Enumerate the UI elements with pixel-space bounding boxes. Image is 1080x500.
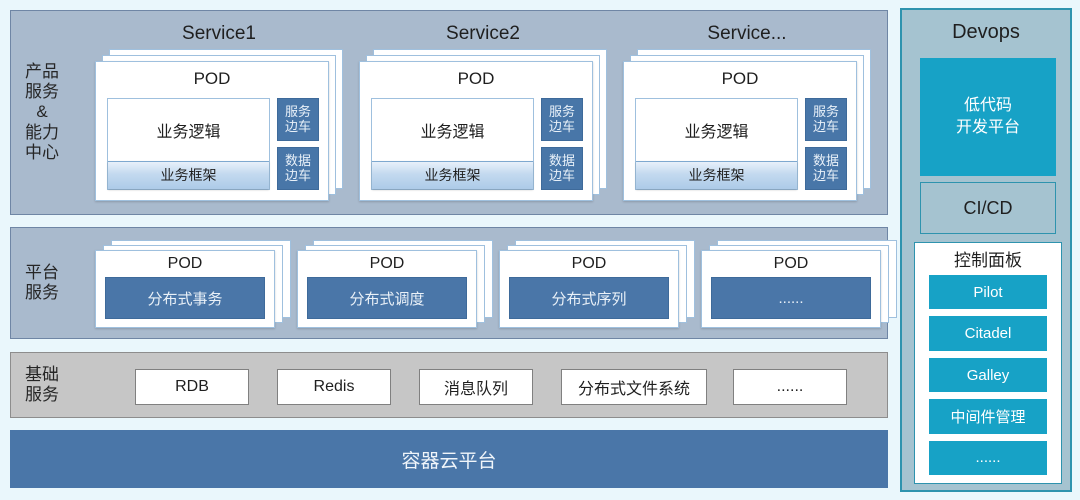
pod-title: POD [773,255,809,272]
control-button-more[interactable]: ...... [929,440,1047,476]
layer-product-label: 产品 服务 & 能力 中心 [25,62,59,162]
data-sidecar-3: 数据 边车 [805,147,847,190]
sidecar-group-1: 服务 边车 数据 边车 [277,98,319,190]
pod-card[interactable]: POD ...... [701,250,881,328]
business-box-2: 业务逻辑 业务框架 [371,98,534,190]
pod-title-3: POD [721,69,759,88]
layer-product-service: 产品 服务 & 能力 中心 Service1 POD 业务逻辑 业务框架 服务 … [10,10,888,215]
control-panel: 控制面板 Pilot Citadel Galley 中间件管理 ...... [914,242,1062,484]
pod-stack-1: POD 业务逻辑 业务框架 服务 边车 数据 边车 [95,49,343,201]
infra-item-message-queue[interactable]: 消息队列 [419,369,533,405]
control-button-galley[interactable]: Galley [929,357,1047,393]
devops-panel: Devops 低代码 开发平台 CI/CD 控制面板 Pilot Citadel… [900,8,1072,492]
service-title-2: Service2 [446,23,520,44]
business-logic-3: 业务逻辑 [684,124,749,141]
platform-pod-3[interactable]: POD 分布式序列 [499,240,695,328]
service-title-3: Service... [707,23,787,44]
business-framework-2: 业务框架 [372,161,533,189]
layer-container-cloud-platform: 容器云平台 [10,430,888,488]
control-panel-title: 控制面板 [954,251,1022,270]
service-sidecar-1: 服务 边车 [277,98,319,141]
business-logic-2: 业务逻辑 [420,124,485,141]
business-box-1: 业务逻辑 业务框架 [107,98,270,190]
service-title-1: Service1 [182,23,256,44]
pod-title: POD [369,255,405,272]
control-button-pilot[interactable]: Pilot [929,275,1047,310]
pod-body-1: 业务逻辑 业务框架 服务 边车 数据 边车 [107,98,319,190]
data-sidecar-2: 数据 边车 [541,147,583,190]
devops-title: Devops [952,21,1020,43]
layer-infra-service: 基础 服务 RDB Redis 消息队列 分布式文件系统 ...... [10,352,888,418]
infra-item-rdb[interactable]: RDB [135,369,249,405]
pod-card-3[interactable]: POD 业务逻辑 业务框架 服务 边车 数据 边车 [623,61,857,201]
pod-title: POD [571,255,607,272]
layer-platform-label: 平台 服务 [25,262,59,302]
pod-stack-3: POD 业务逻辑 业务框架 服务 边车 数据 边车 [623,49,871,201]
cicd-card[interactable]: CI/CD [920,182,1056,234]
pod-card-2[interactable]: POD 业务逻辑 业务框架 服务 边车 数据 边车 [359,61,593,201]
pod-title-1: POD [193,69,231,88]
pod-card[interactable]: POD 分布式事务 [95,250,275,328]
pod-card[interactable]: POD 分布式序列 [499,250,679,328]
pod-title: POD [167,255,203,272]
service-column-3[interactable]: Service... POD 业务逻辑 业务框架 服务 边车 数据 边车 [623,19,871,209]
sidecar-group-2: 服务 边车 数据 边车 [541,98,583,190]
pod-title-2: POD [457,69,495,88]
platform-pod-4[interactable]: POD ...... [701,240,897,328]
pod-body-2: 业务逻辑 业务框架 服务 边车 数据 边车 [371,98,583,190]
platform-pod-name-3: 分布式序列 [509,277,669,319]
business-logic-1: 业务逻辑 [156,124,221,141]
platform-pod-name-1: 分布式事务 [105,277,265,319]
business-box-3: 业务逻辑 业务框架 [635,98,798,190]
layer-platform-service: 平台 服务 POD 分布式事务 POD 分布式调度 POD 分布式序列 [10,227,897,339]
sidecar-group-3: 服务 边车 数据 边车 [805,98,847,190]
service-sidecar-3: 服务 边车 [805,98,847,141]
infra-item-distributed-file-system[interactable]: 分布式文件系统 [561,369,707,405]
business-framework-3: 业务框架 [636,161,797,189]
control-panel-list: Pilot Citadel Galley 中间件管理 ...... [929,275,1047,476]
platform-pod-name-2: 分布式调度 [307,277,467,319]
control-button-citadel[interactable]: Citadel [929,316,1047,351]
pod-body-3: 业务逻辑 业务框架 服务 边车 数据 边车 [635,98,847,190]
platform-pod-1[interactable]: POD 分布式事务 [95,240,291,328]
pod-stack-2: POD 业务逻辑 业务框架 服务 边车 数据 边车 [359,49,607,201]
pod-card-1[interactable]: POD 业务逻辑 业务框架 服务 边车 数据 边车 [95,61,329,201]
platform-pod-name-4: ...... [711,277,871,319]
infra-item-more[interactable]: ...... [733,369,847,405]
data-sidecar-1: 数据 边车 [277,147,319,190]
control-button-middleware-management[interactable]: 中间件管理 [929,399,1047,434]
infra-item-redis[interactable]: Redis [277,369,391,405]
service-sidecar-2: 服务 边车 [541,98,583,141]
platform-pod-2[interactable]: POD 分布式调度 [297,240,493,328]
lowcode-platform-card[interactable]: 低代码 开发平台 [920,58,1056,176]
service-column-2[interactable]: Service2 POD 业务逻辑 业务框架 服务 边车 数据 边车 [359,19,607,209]
pod-card[interactable]: POD 分布式调度 [297,250,477,328]
service-column-1[interactable]: Service1 POD 业务逻辑 业务框架 服务 边车 数据 边车 [95,19,343,209]
layer-infra-label: 基础 服务 [25,364,59,404]
business-framework-1: 业务框架 [108,161,269,189]
